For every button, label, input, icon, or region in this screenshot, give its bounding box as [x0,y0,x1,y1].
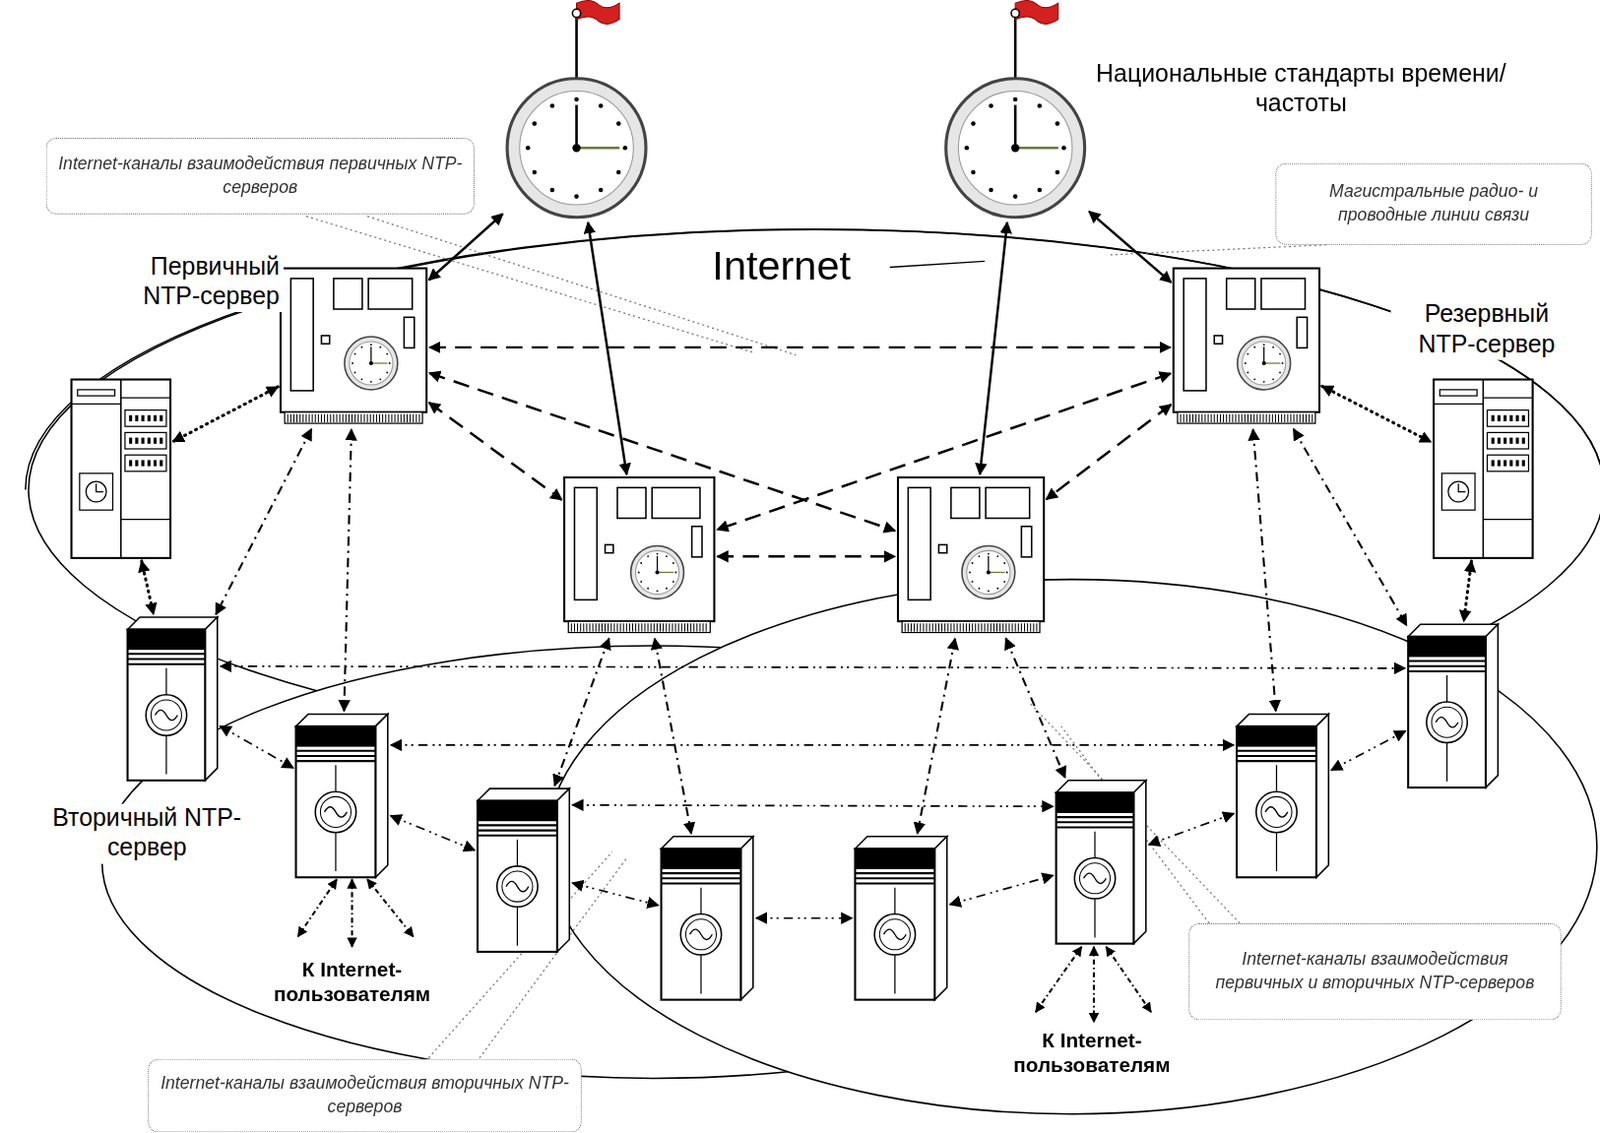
dashdotdot-link [1331,731,1406,771]
secondary-ntp-server [1236,713,1329,878]
user-link [351,879,354,947]
callout-text: Internet-каналы взаимодействия вторичных… [159,1072,572,1120]
primary-ntp-server-icon [897,477,1044,637]
callout-text: Internet-каналы взаимодействия первичных… [57,152,463,200]
secondary-ntp-server-icon [661,836,754,1001]
callout-box: Internet-каналы взаимодействия первичных… [1188,923,1561,1021]
dashdot-link [343,429,351,711]
secondary-ntp-server [854,836,947,1001]
primary-ntp-server [564,477,714,637]
cloud-outline [25,229,1600,491]
standards-label: Национальные стандарты времени/частоты [1091,59,1511,119]
dashdot-link [554,639,609,787]
callout-box: Магистральные радио- и проводные линии с… [1275,163,1592,246]
dashdotdot-link [219,726,293,769]
callout-box: Internet-каналы взаимодействия вторичных… [147,1059,581,1133]
dot-link [1322,385,1432,443]
dashdotdot-link [390,744,1234,747]
leader-line [428,851,613,1058]
dot-link [1464,561,1472,622]
dashdotdot-link [756,917,852,920]
dashdotdot-link [1149,813,1234,845]
primary-ntp-server-icon [1173,268,1320,428]
backup-ntp-server-icon [71,380,172,559]
primary-ntp-server [897,477,1044,637]
secondary-ntp-server [296,713,388,878]
leader-line [1106,245,1327,256]
secondary-ntp-server-icon [128,617,218,781]
dashdotdot-link [390,816,475,851]
user-link [1105,947,1152,1013]
time-standard-clock-icon [505,76,648,220]
user-link [1092,947,1095,1024]
secondary-ntp-server-icon [854,836,947,1001]
users-label: К Internet-пользователям [255,957,449,1007]
server-label: Вторичный NTP-сервер [44,804,251,864]
secondary-ntp-server [1056,780,1147,945]
backup-ntp-server-icon [1433,380,1534,559]
user-link [367,879,414,937]
users-label: К Internet-пользователям [994,1028,1189,1079]
secondary-ntp-server-icon [1408,624,1498,788]
dashdotdot-link [950,875,1054,904]
secondary-ntp-server-icon [1236,713,1329,878]
primary-ntp-server: Первичный NTP-сервер [280,268,427,428]
secondary-ntp-server-icon [477,788,570,953]
callout-text: Магистральные радио- и проводные линии с… [1286,180,1581,228]
backup-ntp-server: Резервный NTP-сервер [1433,380,1534,559]
secondary-ntp-server-icon [296,713,388,878]
dash-link [717,555,896,558]
time-standard-clock [505,76,648,220]
pointer-line [890,260,985,267]
secondary-ntp-server [661,836,754,1001]
dot-link [141,561,154,615]
solid-link [1088,211,1171,283]
cloud-outline [545,579,1597,1115]
solid-link [429,213,504,280]
dashdot-link [917,639,956,834]
dashdotdot-link [572,883,658,906]
dot-link [173,386,278,443]
server-label: Резервный NTP-сервер [1391,300,1584,360]
dashdotdot-link [572,805,1053,807]
dash-link [1046,404,1172,500]
dashdot-link [215,429,312,615]
backup-ntp-server [71,380,172,559]
secondary-ntp-server: Вторичный NTP-сервер [128,617,218,781]
secondary-ntp-server [1408,624,1498,788]
primary-ntp-server [1173,268,1320,428]
dash-link [429,402,563,501]
callout-text: Internet-каналы взаимодействия первичных… [1200,948,1550,996]
secondary-ntp-server [477,788,570,953]
callout-box: Internet-каналы взаимодействия первичных… [46,137,475,215]
user-link [1035,947,1083,1013]
leader-lines [306,216,1327,1059]
dashdot-link [1293,429,1408,626]
time-standard-clock-icon [944,76,1088,220]
dashdot-link [654,639,692,834]
dash-link [429,346,1170,349]
dashdot-link [1005,639,1065,778]
primary-ntp-server-icon [564,477,714,637]
time-standard-clock [944,76,1088,220]
network-label: Internet [711,241,896,291]
server-label: Первичный NTP-сервер [84,252,283,312]
user-link [298,879,337,937]
secondary-ntp-server-icon [1056,780,1147,945]
primary-ntp-server-icon [280,268,427,428]
dashdotdot-link [220,666,1406,669]
